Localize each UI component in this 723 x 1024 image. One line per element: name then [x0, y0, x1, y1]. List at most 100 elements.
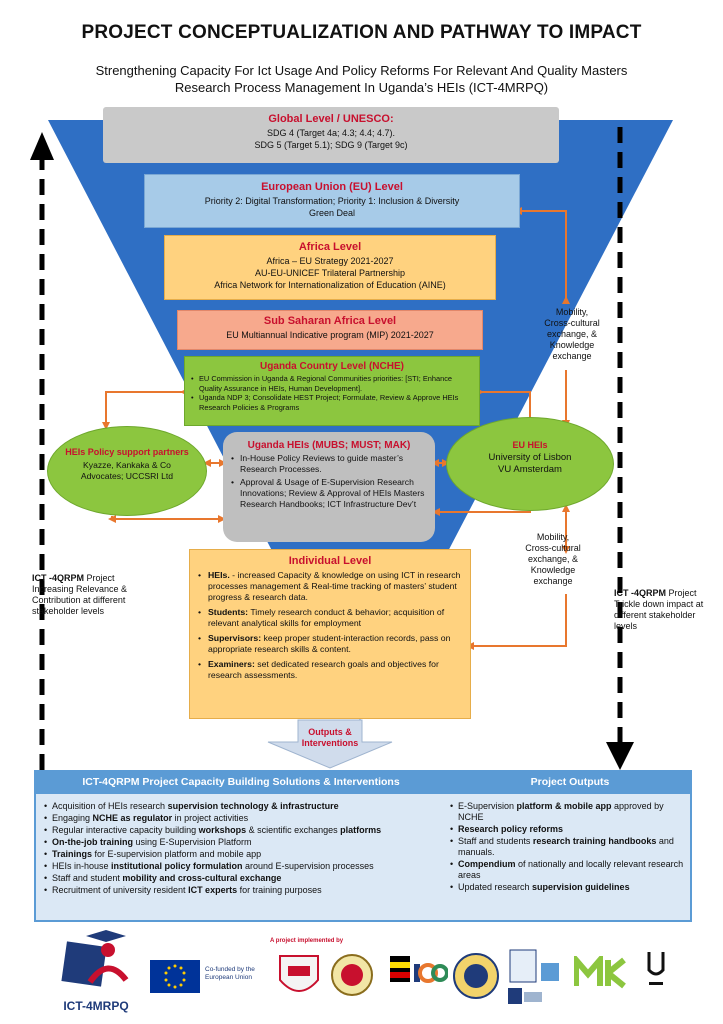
cofunded-line: Co-funded by the	[205, 966, 255, 973]
university-emblem-icon	[453, 953, 499, 999]
eu-level-heading: European Union (EU) Level	[261, 181, 403, 193]
outputs-heading: Project Outputs	[530, 776, 610, 788]
ssa-level-box: Sub Saharan Africa Level EU Multiannual …	[177, 310, 483, 350]
eu-level-line: Green Deal	[308, 208, 356, 218]
item-label: HEIs.	[208, 570, 230, 580]
mobility-line: exchange	[552, 351, 592, 361]
list-item: Approval & Usage of E-Supervision Resear…	[231, 477, 427, 510]
item-text: Recruitment of university resident	[52, 885, 189, 895]
partner-badge-icon	[509, 949, 537, 983]
list-item: In-House Policy Reviews to guide master’…	[231, 453, 427, 475]
mobility-line: Cross-cultural	[544, 318, 600, 328]
list-item: Trainings for E-supervision platform and…	[44, 849, 444, 860]
item-text: keep proper student-interaction records,…	[208, 633, 451, 654]
uganda-coat-of-arms-icon	[390, 956, 410, 982]
item-bold: Research policy reforms	[458, 824, 564, 834]
eu-heis-line: VU Amsterdam	[498, 464, 562, 475]
global-level-line: SDG 5 (Target 5.1); SDG 9 (Target 9c)	[254, 140, 408, 150]
note-bold: ICT -4QRPM	[614, 588, 667, 598]
item-text: HEIs in-house	[52, 861, 112, 871]
list-item: Examiners: set dedicated research goals …	[198, 659, 462, 681]
page-title: PROJECT CONCEPTUALIZATION AND PATHWAY TO…	[81, 22, 642, 43]
list-item: Uganda NDP 3; Consolidate HEST Project; …	[191, 393, 473, 412]
item-text: Staff and students	[458, 836, 533, 846]
outputs-list: E-Supervision platform & mobile app appr…	[450, 801, 686, 894]
mk-logo-icon	[574, 956, 626, 989]
list-item: Acquisition of HEIs research supervision…	[44, 801, 444, 812]
eu-level-line: Priority 2: Digital Transformation; Prio…	[204, 196, 460, 206]
item-text: approved by NCHE	[458, 801, 664, 822]
item-label: Examiners:	[208, 659, 255, 669]
item-text: in project activities	[172, 813, 249, 823]
item-bold: supervision guidelines	[532, 882, 630, 892]
global-level-heading: Global Level / UNESCO:	[268, 113, 394, 125]
note-text: Project Increasing Relevance & Contribut…	[32, 573, 128, 616]
list-item: EU Commission in Uganda & Regional Commu…	[191, 374, 473, 393]
item-text: and manuals.	[458, 836, 674, 857]
eu-heis-ellipse: EU HEIs University of Lisbon VU Amsterda…	[446, 417, 614, 511]
eu-heis-heading: EU HEIs	[512, 440, 548, 450]
item-text: for E-supervision platform and mobile ap…	[92, 849, 262, 859]
item-text: Engaging	[52, 813, 93, 823]
list-item: Students: Timely research conduct & beha…	[198, 607, 462, 629]
africa-level-line: Africa Network for Internationalization …	[214, 280, 446, 290]
item-bold: Trainings	[52, 849, 93, 859]
item-text: Updated research	[458, 882, 533, 892]
uganda-heis-list: In-House Policy Reviews to guide master’…	[231, 453, 427, 510]
list-item: HEIs in-house institutional policy formu…	[44, 861, 444, 872]
uganda-heis-box: Uganda HEIs (MUBS; MUST; MAK) In-House P…	[223, 432, 435, 542]
cofunded-label: Co-funded by the European Union	[205, 966, 265, 982]
item-bold: NCHE as regulator	[92, 813, 173, 823]
item-text: Acquisition of HEIs research	[52, 801, 168, 811]
item-text: around E-supervision processes	[242, 861, 374, 871]
item-text: using E-Supervision Platform	[133, 837, 252, 847]
outputs-arrow	[267, 719, 393, 769]
item-bold: research training handbooks	[532, 836, 657, 846]
mobility-line: exchange	[533, 576, 573, 586]
lisboa-logo-icon	[647, 952, 665, 985]
mobility-line: Mobility,	[536, 532, 570, 542]
policy-partners-line: Kyazze, Kankaka & Co	[83, 460, 171, 470]
right-arrow-head	[606, 742, 634, 770]
item-label: Supervisors:	[208, 633, 262, 643]
individual-level-box: Individual Level HEIs. - increased Capac…	[189, 549, 471, 719]
university-seal-icon	[331, 954, 373, 996]
africa-level-line: AU-EU-UNICEF Trilateral Partnership	[254, 268, 406, 278]
list-item: Supervisors: keep proper student-interac…	[198, 633, 462, 655]
list-item: Compendium of nationally and locally rel…	[450, 859, 686, 881]
project-brand: ICT-4MRPQ	[63, 999, 129, 1013]
outputs-arrow-label: Outputs & Interventions	[270, 727, 390, 749]
ssa-level-line: EU Multiannual Indicative program (MIP) …	[226, 330, 434, 340]
global-level-box: Global Level / UNESCO: SDG 4 (Target 4a;…	[103, 107, 559, 163]
mobility-line: Cross-cultural	[525, 543, 581, 553]
mobility-line: Knowledge	[530, 565, 576, 575]
item-text: for training purposes	[237, 885, 322, 895]
left-side-note: ICT -4QRPM Project Increasing Relevance …	[32, 573, 142, 617]
partner-square-icon	[541, 963, 559, 981]
left-arrow-head	[30, 132, 54, 160]
uganda-level-list: EU Commission in Uganda & Regional Commu…	[191, 374, 473, 412]
item-bold: supervision technology & infrastructure	[167, 801, 339, 811]
item-text: set dedicated research goals and objecti…	[208, 659, 439, 680]
item-text: E-Supervision	[458, 801, 517, 811]
item-bold: platforms	[340, 825, 382, 835]
africa-level-box: Africa Level Africa – EU Strategy 2021-2…	[164, 235, 496, 300]
solutions-list: Acquisition of HEIs research supervision…	[44, 801, 444, 897]
mobility-line: exchange, &	[527, 554, 579, 564]
page-subtitle: Strengthening Capacity For Ict Usage And…	[30, 62, 693, 96]
list-item: HEIs. - increased Capacity & knowledge o…	[198, 570, 462, 603]
note-text: Project Trickle down impact at different…	[614, 588, 704, 631]
implemented-by-label: A project implemented by	[270, 938, 344, 944]
arrow-label-line: Interventions	[301, 738, 359, 748]
project-logo-icon	[61, 930, 129, 987]
list-item: Updated research supervision guidelines	[450, 882, 686, 893]
ssa-level-heading: Sub Saharan Africa Level	[263, 315, 397, 327]
list-item: Engaging NCHE as regulator in project ac…	[44, 813, 444, 824]
policy-partners-heading: HEIs Policy support partners	[65, 447, 189, 457]
list-item: Staff and students research training han…	[450, 836, 686, 858]
individual-level-list: HEIs. - increased Capacity & knowledge o…	[198, 570, 462, 681]
item-text: & scientific exchanges	[246, 825, 341, 835]
mobility-line: exchange, &	[546, 329, 598, 339]
right-side-note: ICT -4QRPM Project Trickle down impact a…	[614, 588, 704, 632]
list-item: Regular interactive capacity building wo…	[44, 825, 444, 836]
